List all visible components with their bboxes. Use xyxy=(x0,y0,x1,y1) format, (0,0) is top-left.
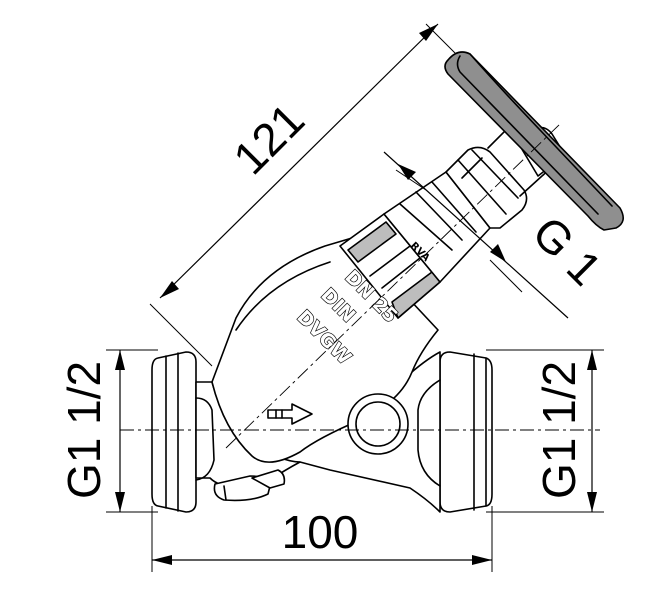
spindle-sleeve: RVA xyxy=(383,171,491,283)
height-value: 121 xyxy=(223,93,314,184)
side-port-inner xyxy=(355,401,401,447)
right-end-cap xyxy=(439,351,493,513)
handwheel-rim xyxy=(444,51,624,231)
left-end-cap xyxy=(151,351,197,513)
side-port-outer xyxy=(347,393,409,455)
thread-left-value: G1 1/2 xyxy=(58,361,110,499)
gland-nut xyxy=(445,146,528,229)
dimension-thread-left: G1 1/2 xyxy=(58,349,158,513)
thread-right-value: G1 1/2 xyxy=(533,361,585,499)
centre-lines xyxy=(120,123,600,449)
flow-direction-arrow xyxy=(267,403,313,425)
dimension-length: 100 xyxy=(151,506,493,572)
bonnet-nut xyxy=(339,213,441,319)
drain-plug xyxy=(213,469,286,502)
dimension-thread-right: G1 1/2 xyxy=(486,349,604,513)
length-value: 100 xyxy=(282,506,359,558)
handwheel xyxy=(444,51,624,231)
